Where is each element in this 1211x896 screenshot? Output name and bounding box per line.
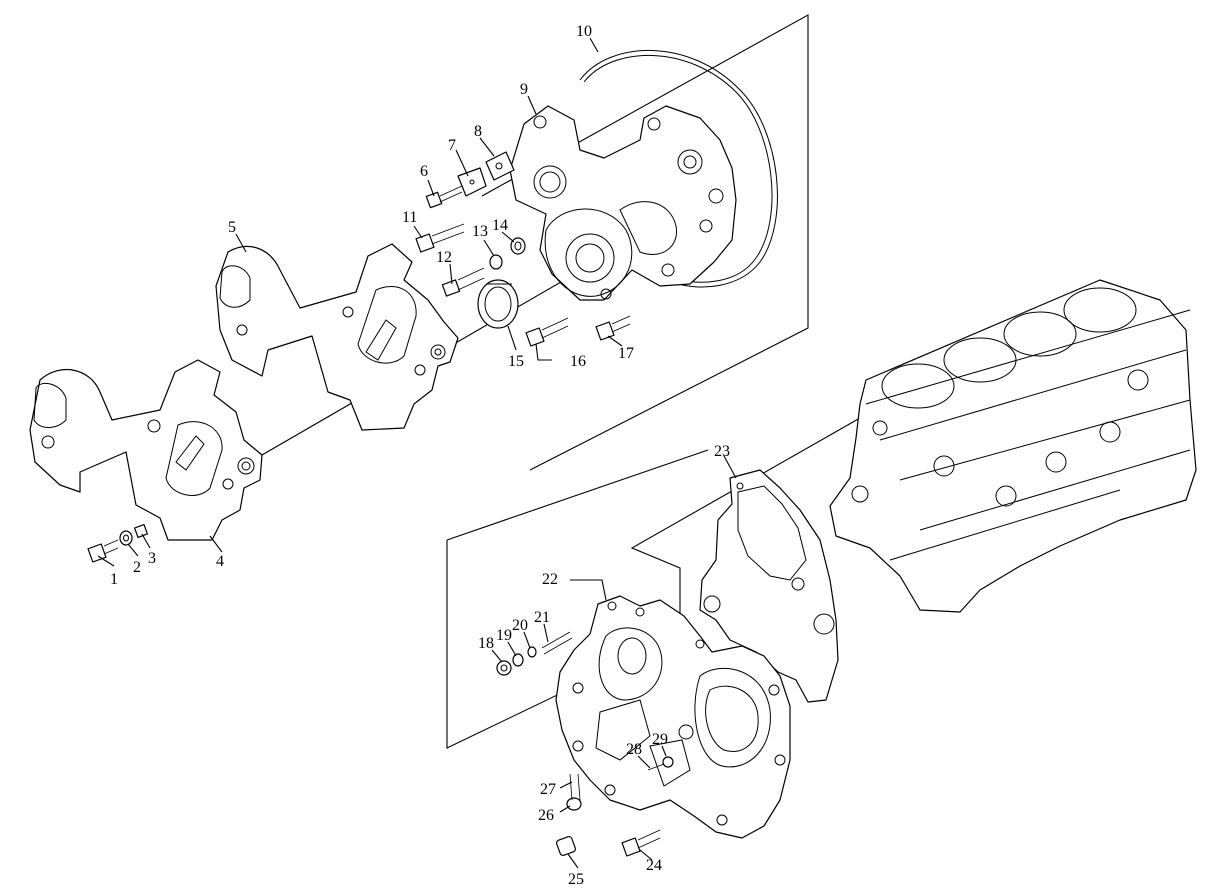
callout-27: 27	[540, 781, 556, 798]
leader-lines	[97, 37, 737, 869]
fasteners-upper	[415, 151, 631, 347]
callout-4: 4	[216, 553, 224, 570]
callout-6: 6	[420, 163, 428, 180]
callout-28: 28	[626, 741, 642, 758]
callout-7: 7	[448, 137, 456, 154]
callout-22: 22	[542, 571, 558, 588]
callout-25: 25	[568, 871, 584, 888]
callout-20: 20	[512, 617, 528, 634]
callout-21: 21	[534, 609, 550, 626]
callout-9: 9	[520, 81, 528, 98]
timing-gear-cover-part-4	[29, 359, 263, 541]
callout-11: 11	[402, 209, 417, 226]
callout-15: 15	[508, 353, 524, 370]
fasteners-lower-left	[87, 523, 149, 563]
oil-seal-part-15	[477, 279, 519, 329]
callout-19: 19	[496, 627, 512, 644]
callout-29: 29	[652, 731, 668, 748]
gear-case-part-22	[555, 595, 791, 839]
front-housing-part-9	[509, 105, 737, 301]
callout-13: 13	[472, 223, 488, 240]
callout-10: 10	[576, 23, 592, 40]
callout-8: 8	[474, 123, 482, 140]
callout-18: 18	[478, 635, 494, 652]
callout-5: 5	[228, 219, 236, 236]
gear-case-plate-part-5	[215, 243, 459, 431]
callout-16: 16	[570, 353, 586, 370]
callout-23: 23	[714, 443, 730, 460]
callout-1: 1	[110, 571, 118, 588]
callout-26: 26	[538, 807, 554, 824]
fasteners-gear-case	[496, 631, 674, 857]
gasket-ring-part-10	[579, 49, 778, 288]
callout-12: 12	[436, 249, 452, 266]
gear-case-gasket-part-23	[699, 469, 839, 703]
callout-24: 24	[646, 857, 662, 874]
callout-labels: 1 2 3 4 5 6 7 8 9 10 11 12 13 14 15 16 1…	[110, 23, 730, 888]
cylinder-block	[829, 279, 1197, 613]
callout-14: 14	[492, 217, 508, 234]
callout-17: 17	[618, 345, 634, 362]
callout-2: 2	[133, 559, 141, 576]
callout-3: 3	[148, 550, 156, 567]
